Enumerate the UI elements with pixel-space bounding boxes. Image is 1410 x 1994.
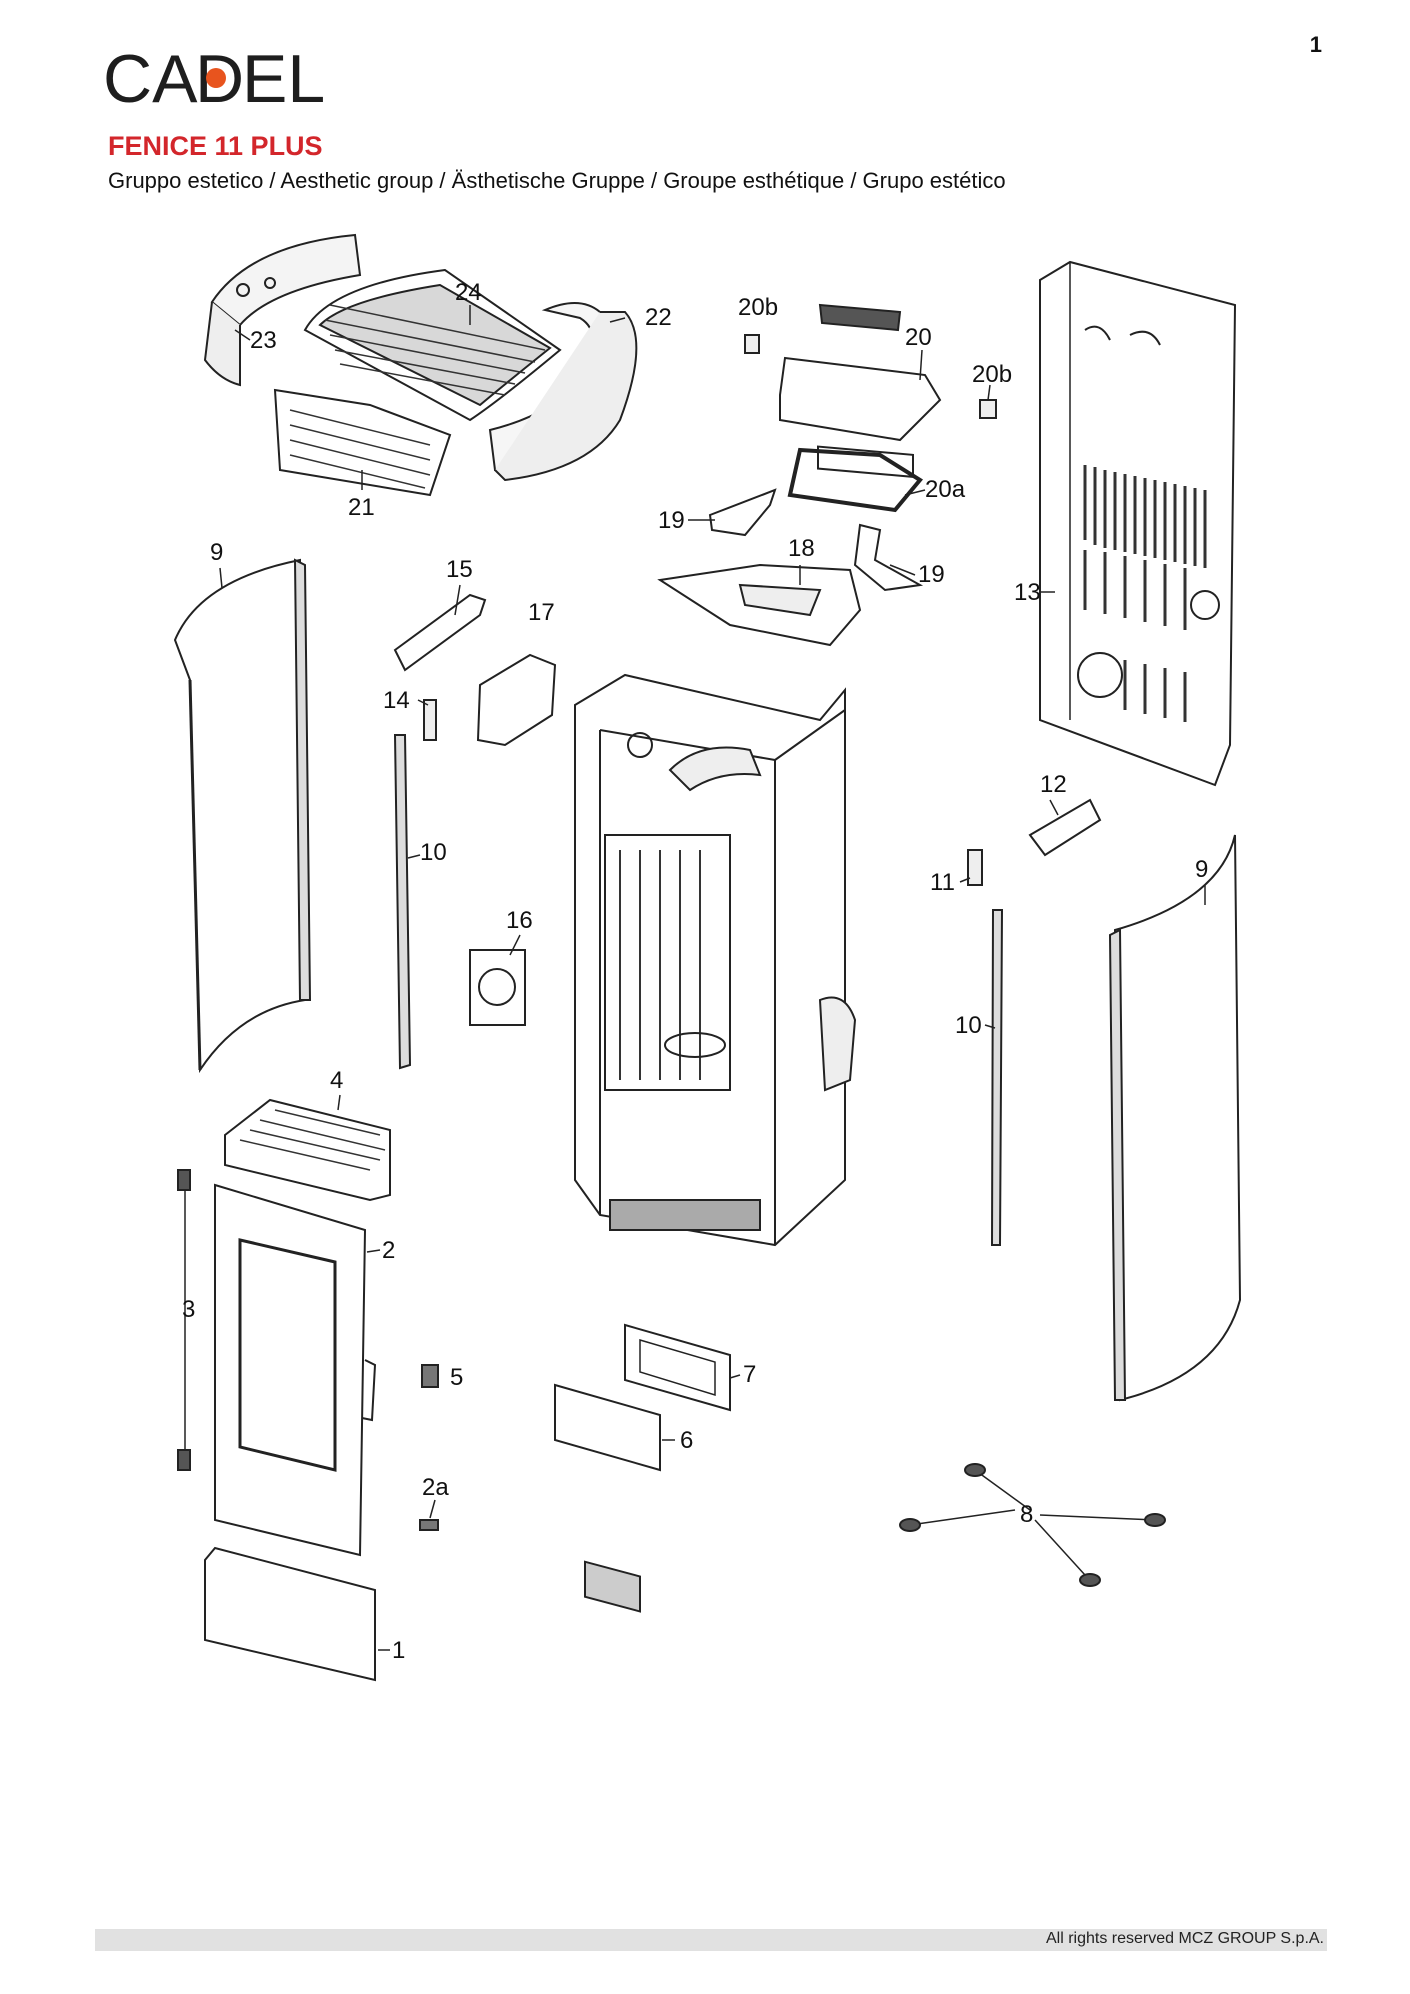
callout-6: 6 (680, 1427, 693, 1454)
part-9-right-side-panel (1108, 834, 1242, 1402)
part-19-brackets (708, 488, 924, 592)
callout-20b-right: 20b (972, 361, 1012, 388)
part-2a-pin (419, 1519, 439, 1531)
callout-19-left: 19 (658, 507, 685, 534)
part-7-gasket (624, 1323, 731, 1412)
callout-15: 15 (446, 556, 473, 583)
callout-labels: 24 22 23 21 20b 20 20b 20a 19 18 19 9 15… (182, 279, 1208, 1664)
svg-text:CA: CA (103, 44, 198, 114)
part-17-cover (476, 653, 557, 747)
callout-20a: 20a (925, 476, 966, 503)
callout-1: 1 (392, 1637, 405, 1664)
callout-12: 12 (1040, 771, 1067, 798)
callout-13: 13 (1014, 579, 1041, 606)
callout-18: 18 (788, 535, 815, 562)
callout-17: 17 (528, 599, 555, 626)
brand-logo: CA D EL (103, 41, 325, 117)
part-18-plate (657, 563, 862, 647)
callout-4: 4 (330, 1067, 343, 1094)
callout-10-left: 10 (420, 839, 447, 866)
part-10-right-strip (990, 909, 1004, 1246)
part-1-bottom-panel (204, 1546, 376, 1682)
part-9-left-side-panel (173, 558, 312, 1074)
callout-9-left: 9 (210, 539, 223, 566)
exploded-view-drawing: 24 22 23 21 20b 20 20b 20a 19 18 19 9 15… (173, 233, 1242, 1682)
part-24-top-grille (303, 268, 562, 422)
callout-20: 20 (905, 324, 932, 351)
callout-2a: 2a (422, 1474, 449, 1501)
part-13-back-panel (1039, 260, 1237, 787)
model-title: FENICE 11 PLUS (108, 131, 323, 161)
part-21-front-grille (273, 388, 452, 497)
part-3-hinges (177, 1169, 191, 1471)
part-12-bracket (1028, 798, 1102, 857)
part-6-plate (554, 1383, 661, 1613)
callout-10-right: 10 (955, 1012, 982, 1039)
part-4-ash-grille (224, 1098, 391, 1202)
part-15-bracket (393, 593, 487, 672)
part-23-top-left-cap (203, 233, 362, 387)
part-10-left-strip (393, 734, 412, 1070)
footer-copyright: All rights reserved MCZ GROUP S.p.A. (1046, 1930, 1324, 1947)
callout-23: 23 (250, 327, 277, 354)
stove-body (574, 673, 857, 1247)
callout-20b-top: 20b (738, 294, 778, 321)
callout-14: 14 (383, 687, 410, 714)
callout-5: 5 (450, 1364, 463, 1391)
callout-leader-lines (219, 305, 1206, 1651)
callout-24: 24 (455, 279, 482, 306)
part-5-latch (421, 1364, 439, 1388)
part-8-feet (899, 1463, 1166, 1587)
callout-2: 2 (382, 1237, 395, 1264)
callout-7: 7 (743, 1361, 756, 1388)
footer-bar (95, 1929, 1327, 1951)
callout-8: 8 (1020, 1501, 1033, 1528)
part-20b-clips (744, 334, 997, 419)
subtitle: Gruppo estetico / Aesthetic group / Ästh… (108, 168, 1006, 193)
svg-text:EL: EL (242, 44, 323, 114)
part-11-clip (967, 849, 983, 886)
part-2-door (214, 1183, 377, 1557)
callout-3: 3 (182, 1296, 195, 1323)
page-number: 1 (1309, 32, 1322, 57)
part-22-right-arc (488, 302, 638, 482)
callout-19-right: 19 (918, 561, 945, 588)
callout-16: 16 (506, 907, 533, 934)
callout-9-right: 9 (1195, 856, 1208, 883)
callout-22: 22 (645, 304, 672, 331)
part-14-small-bracket (423, 699, 437, 741)
callout-21: 21 (348, 494, 375, 521)
cadel-logo-icon: CA D EL (103, 41, 325, 117)
part-16-flange (469, 949, 526, 1026)
callout-11: 11 (930, 869, 955, 896)
